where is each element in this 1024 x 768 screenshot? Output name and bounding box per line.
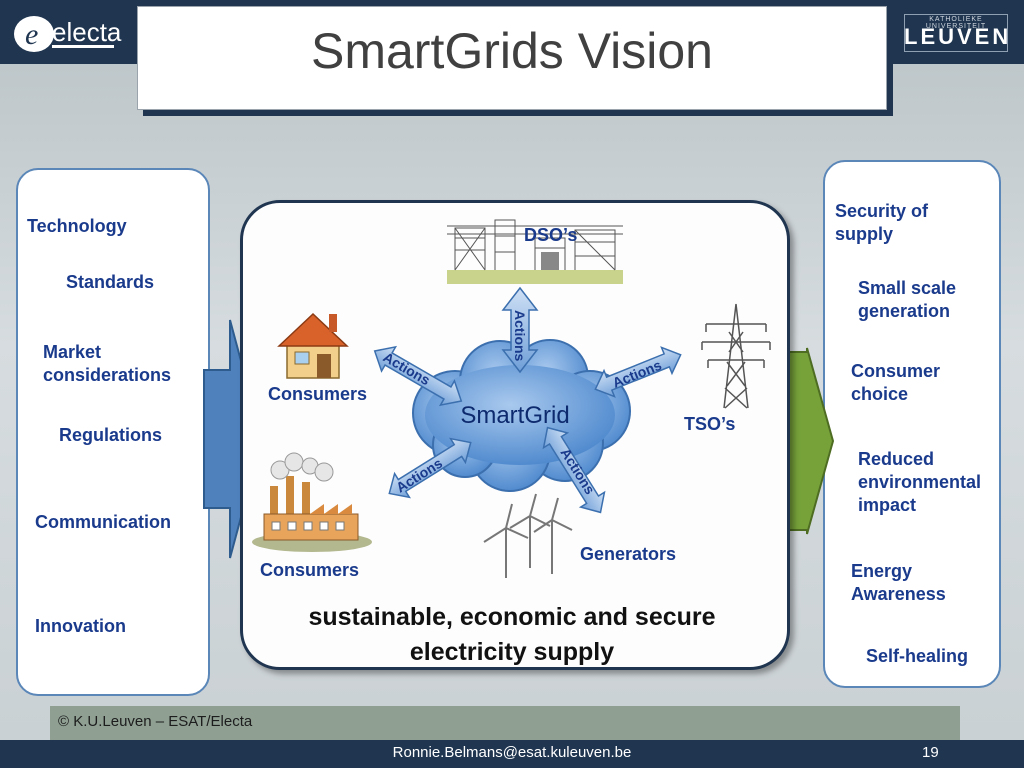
footer-band	[0, 740, 1024, 768]
action-arrows: Actions Actions Actions Actions Actions	[373, 286, 682, 514]
consumers-top-label: Consumers	[268, 384, 368, 404]
left-item-regulations: Regulations	[59, 425, 163, 445]
right-item-environment: Reduced environmental impact	[858, 449, 982, 515]
action-arrow-tso	[594, 346, 682, 398]
svg-text:e: e	[25, 18, 38, 51]
substation-icon	[447, 219, 623, 284]
electa-logo-text: electa	[52, 17, 122, 47]
vision-statement-line2: electricity supply	[409, 638, 615, 666]
action-arrow-generators	[542, 426, 606, 514]
left-item-technology: Technology	[27, 216, 127, 236]
right-item-consumer-choice: Consumer choice	[851, 361, 941, 404]
tso-label: TSO’s	[684, 414, 736, 434]
wind-turbine-icon	[483, 493, 573, 578]
dso-label: DSO’s	[524, 225, 578, 245]
action-label-consumers-bottom: Actions	[393, 455, 445, 496]
generators-label: Generators	[580, 544, 677, 564]
action-label-consumers-top: Actions	[381, 349, 434, 389]
left-item-communication: Communication	[35, 512, 172, 532]
left-item-standards: Standards	[66, 272, 155, 292]
right-item-energy-awareness: Energy Awareness	[851, 561, 946, 604]
vision-statement-line1: sustainable, economic and secure	[308, 603, 716, 631]
vision-statement: sustainable, economic and secure electri…	[262, 600, 762, 670]
right-item-self-healing: Self-healing	[866, 646, 969, 666]
left-item-innovation: Innovation	[35, 616, 126, 636]
title-box	[137, 6, 887, 110]
leuven-logo	[904, 14, 1008, 52]
consumers-bottom-label: Consumers	[260, 560, 360, 580]
action-arrow-consumers-bottom	[388, 437, 472, 499]
left-panel	[16, 168, 210, 696]
action-label-tso: Actions	[610, 357, 664, 391]
copyright-text: © K.U.Leuven – ESAT/Electa	[58, 713, 253, 730]
factory-icon	[252, 452, 372, 552]
left-item-market: Market considerations	[43, 342, 172, 385]
page-number: 19	[922, 744, 939, 761]
house-icon	[277, 312, 349, 379]
electa-logo: e electa	[14, 16, 122, 52]
right-item-security: Security of supply	[835, 201, 929, 244]
footer-email: Ronnie.Belmans@esat.kuleuven.be	[392, 744, 632, 761]
action-arrow-consumers-top	[373, 345, 463, 407]
leuven-logo-subtitle: KATHOLIEKE UNIVERSITEIT	[925, 16, 987, 30]
pylon-icon	[701, 303, 771, 409]
action-arrow-dso	[501, 286, 539, 374]
right-panel	[823, 160, 1001, 688]
leuven-logo-title: LEUVEN	[904, 24, 1012, 49]
smartgrid-label: SmartGrid	[460, 402, 570, 429]
slide-title: SmartGrids Vision	[311, 23, 713, 79]
copyright-band	[50, 706, 960, 740]
action-label-dso: Actions	[512, 310, 528, 362]
right-item-small-scale: Small scale generation	[858, 278, 957, 321]
